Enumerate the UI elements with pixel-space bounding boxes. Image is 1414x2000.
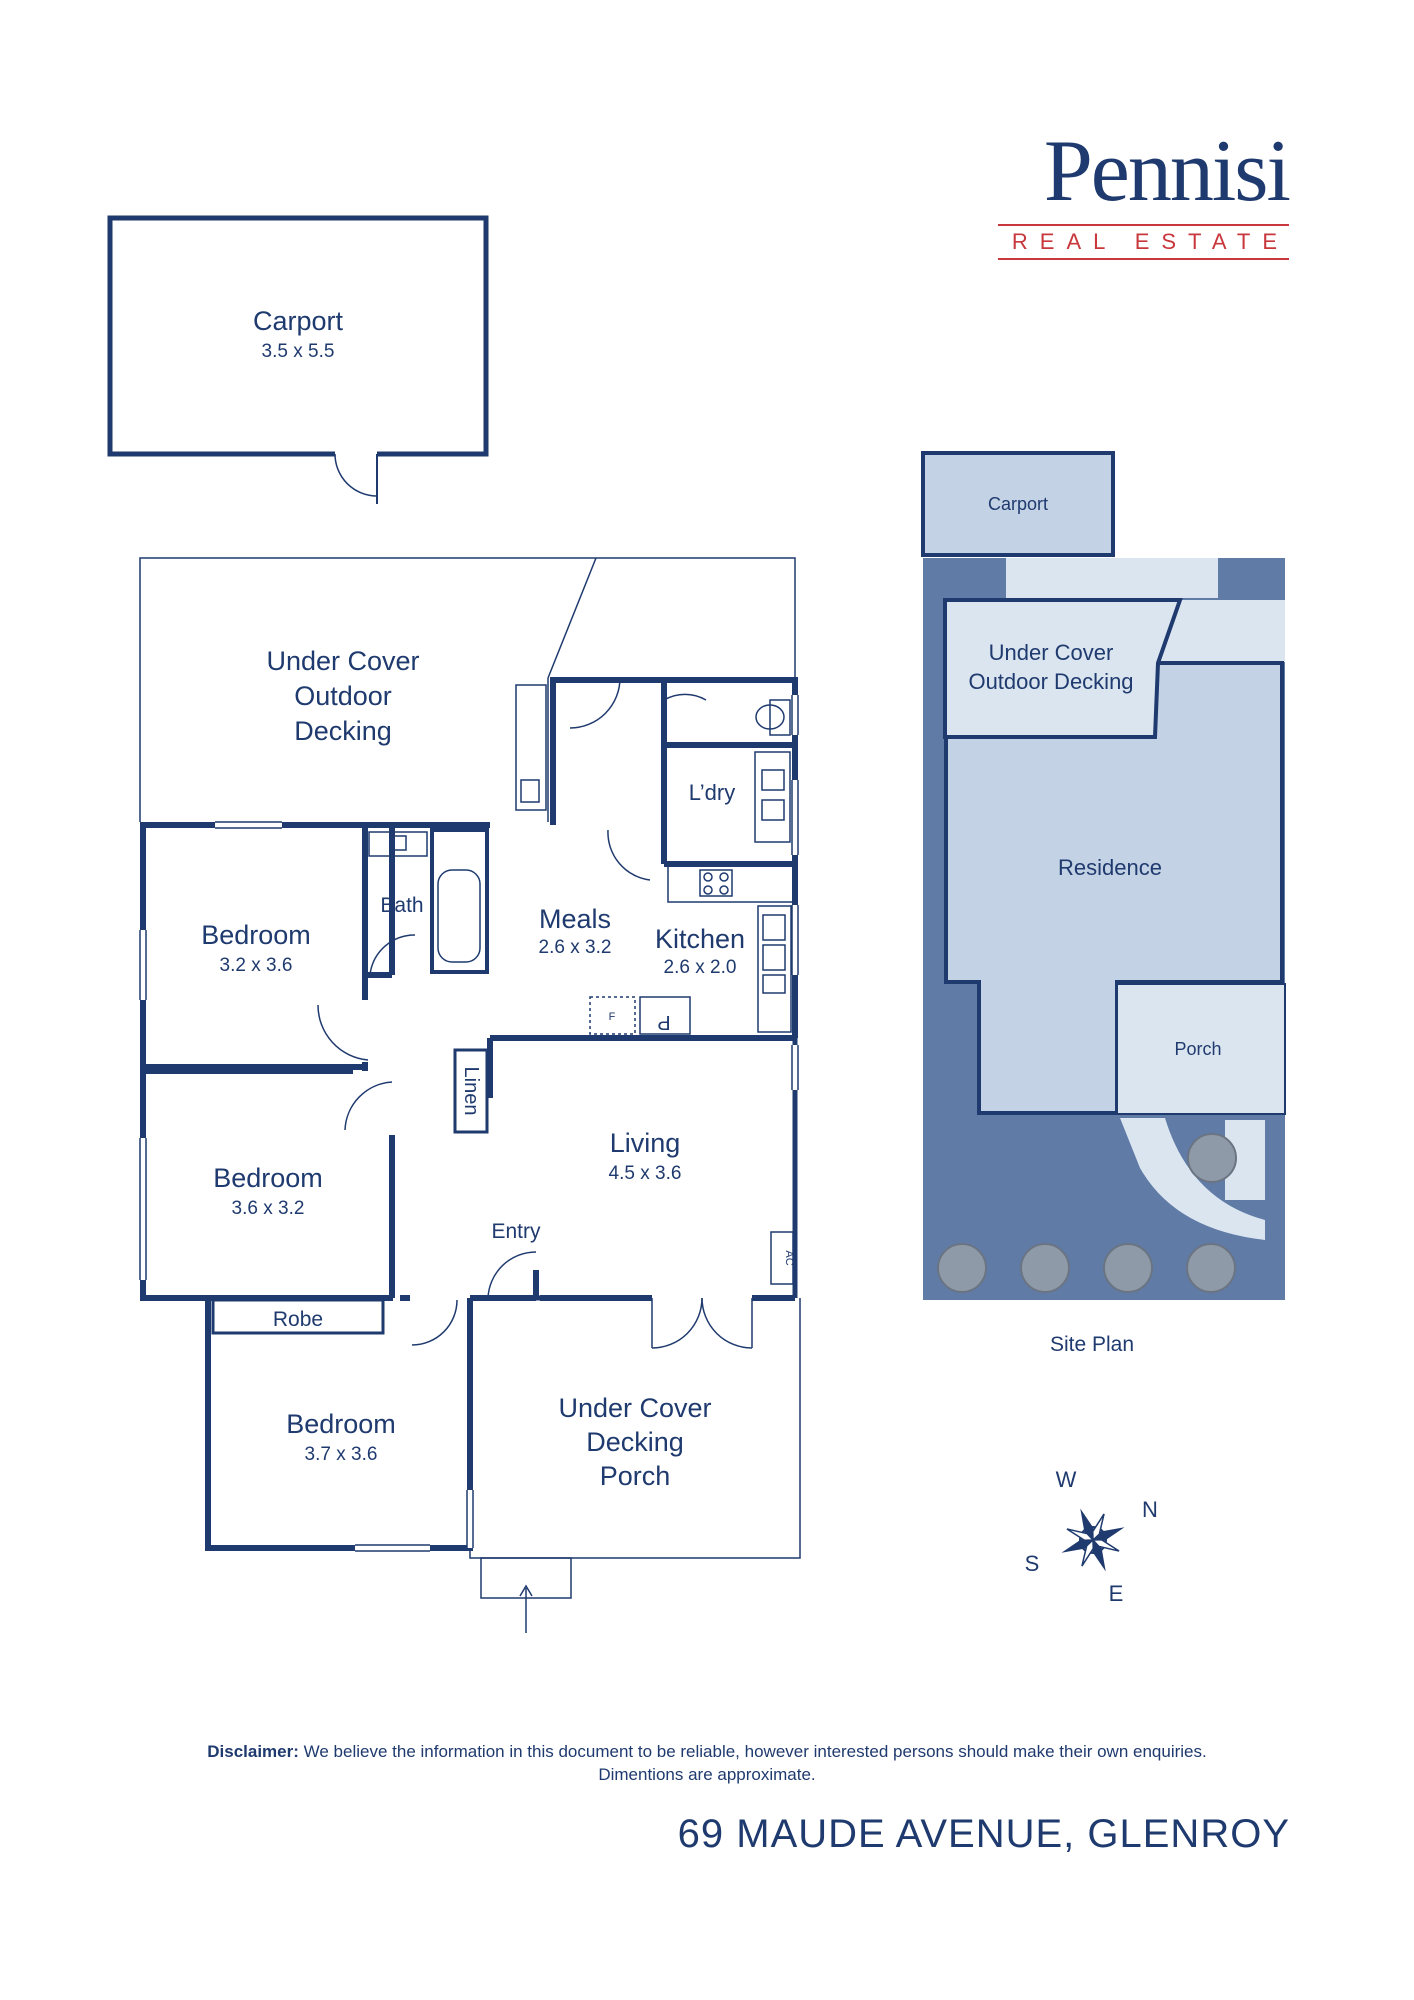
toilet-icon — [755, 704, 785, 730]
site-outdoor-decking — [943, 598, 1183, 739]
outdoor-sink-icon — [520, 779, 540, 803]
linen-cupboard — [453, 1048, 489, 1134]
kitchen-dims: 2.6 x 2.0 — [664, 957, 737, 978]
kitchen-sink-bench — [757, 905, 792, 1033]
ac-label: AC — [783, 1250, 795, 1265]
fridge-space — [589, 996, 636, 1035]
outdoor-bench — [515, 684, 547, 811]
door-swings — [317, 677, 753, 1349]
outdoor-label-2: Outdoor — [294, 681, 392, 711]
site-decking-label-1: Under Cover — [989, 640, 1114, 665]
disclaimer-heading: Disclaimer: — [207, 1742, 299, 1761]
meals-label: Meals — [539, 904, 611, 934]
site-trees — [937, 1133, 1237, 1293]
compass-rose-icon — [1061, 1508, 1125, 1572]
property-address: 69 MAUDE AVENUE, GLENROY — [677, 1812, 1290, 1856]
living-label: Living — [610, 1128, 681, 1158]
brand-tagline: REAL ESTATE — [997, 224, 1289, 260]
fixtures — [368, 684, 794, 1285]
carport-label: Carport — [253, 306, 344, 336]
site-path — [1006, 558, 1218, 598]
linen-label: Linen — [460, 1067, 482, 1116]
laundry-trough-bench — [754, 751, 791, 843]
laundry-label: L’dry — [689, 780, 735, 805]
site-plan-title: Site Plan — [1050, 1333, 1134, 1356]
porch-label-3: Porch — [600, 1461, 671, 1491]
meals-dims: 2.6 x 3.2 — [539, 937, 612, 958]
outdoor-label-1: Under Cover — [266, 646, 419, 676]
windows — [139, 695, 799, 1552]
carport-structure — [107, 215, 489, 504]
bedroom3-dims: 3.7 x 3.6 — [305, 1444, 378, 1465]
compass-west: W — [1056, 1467, 1077, 1492]
bedroom2-dims: 3.6 x 3.2 — [232, 1198, 305, 1219]
site-porch — [1116, 983, 1286, 1115]
disclaimer-text: We believe the information in this docum… — [298, 1742, 1207, 1761]
site-porch-label: Porch — [1174, 1039, 1221, 1059]
disclaimer: Disclaimer: We believe the information i… — [0, 1740, 1414, 1786]
bath-label: Bath — [380, 894, 423, 917]
compass-north: N — [1142, 1497, 1158, 1522]
brand-name: Pennisi — [1043, 123, 1291, 220]
bedroom1-dims: 3.2 x 3.6 — [220, 955, 293, 976]
porch-label-1: Under Cover — [558, 1393, 711, 1423]
site-carport — [921, 451, 1115, 557]
outdoor-label-3: Decking — [294, 716, 392, 746]
kitchen-sink-icon — [762, 914, 786, 941]
entry-label: Entry — [491, 1220, 541, 1243]
pantry — [639, 996, 691, 1035]
site-front-path — [1120, 1118, 1265, 1240]
brand-logo: Pennisi REAL ESTATE — [997, 123, 1291, 260]
carport-dims: 3.5 x 5.5 — [262, 341, 335, 362]
porch-label-2: Decking — [586, 1427, 684, 1457]
fridge-label: F — [609, 1011, 616, 1023]
bedroom3-label: Bedroom — [286, 1409, 396, 1439]
kitchen-bench — [667, 865, 794, 903]
bedroom2-label: Bedroom — [213, 1163, 323, 1193]
site-decking-label-2: Outdoor Decking — [968, 669, 1133, 694]
site-plan — [921, 451, 1286, 1300]
bedroom1-label: Bedroom — [201, 920, 311, 950]
cooktop-icon — [699, 869, 733, 897]
ac-unit — [770, 1231, 794, 1285]
living-dims: 4.5 x 3.6 — [609, 1163, 682, 1184]
compass-south: S — [1025, 1551, 1040, 1576]
outdoor-decking-outline — [139, 557, 796, 822]
bath-vanity — [368, 831, 428, 857]
site-residence-label: Residence — [1058, 855, 1162, 880]
robe-label: Robe — [273, 1308, 323, 1331]
kitchen-label: Kitchen — [655, 924, 745, 954]
porch-outline — [469, 1298, 801, 1633]
compass-east: E — [1109, 1581, 1124, 1606]
pantry-label: P — [657, 1011, 670, 1033]
laundry-trough-icon — [761, 769, 785, 791]
disclaimer-line2: Dimentions are approximate. — [598, 1765, 816, 1784]
site-carport-label: Carport — [988, 494, 1048, 514]
bathtub-icon — [437, 869, 481, 963]
toilet-cistern — [769, 699, 791, 736]
